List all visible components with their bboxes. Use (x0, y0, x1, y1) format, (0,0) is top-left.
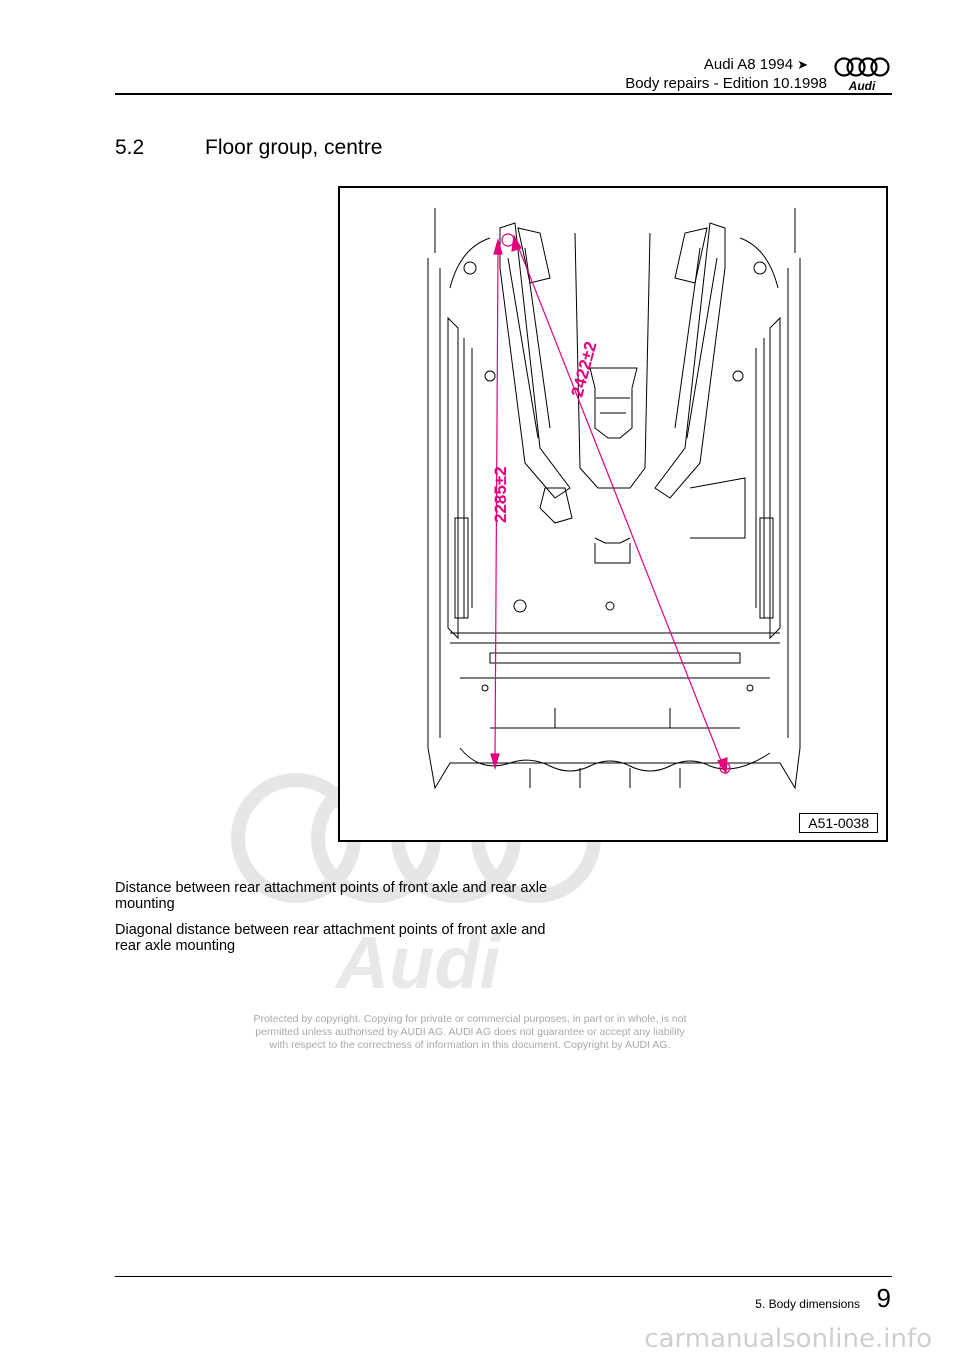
svg-text:Audi: Audi (848, 79, 876, 93)
header-rule (115, 93, 892, 95)
manual-title: Audi A8 1994➤ (703, 56, 808, 73)
section-heading: 5.2 Floor group, centre (115, 136, 382, 160)
page-number: 9 (876, 1283, 891, 1313)
dim-diagonal-label: 2422±2 (568, 339, 601, 399)
floor-group-drawing: 2285±2 2422±2 (427, 208, 801, 790)
footer-rule (115, 1276, 892, 1277)
copyright-notice: Protected by copyright. Copying for priv… (253, 1013, 687, 1051)
svg-text:Audi: Audi (334, 921, 502, 998)
section-number: 5.2 (115, 136, 145, 159)
section-title: Floor group, centre (205, 136, 383, 159)
next-arrow-icon[interactable]: ➤ (797, 57, 808, 72)
site-watermark: carmanualsonline.info (644, 1324, 932, 1354)
audi-logo: Audi (834, 57, 890, 93)
dim-longitudinal-label: 2285±2 (491, 466, 510, 523)
figure-code: A51-0038 (799, 813, 878, 833)
description-longitudinal: Distance between rear attachment points … (115, 880, 548, 912)
edition-label: Body repairs - Edition 10.1998 (625, 75, 827, 92)
description-diagonal: Diagonal distance between rear attachmen… (115, 922, 546, 954)
footer-chapter: 5. Body dimensions (755, 1297, 860, 1311)
floor-group-figure: 2285±2 2422±2 A51-0038 (338, 186, 888, 842)
